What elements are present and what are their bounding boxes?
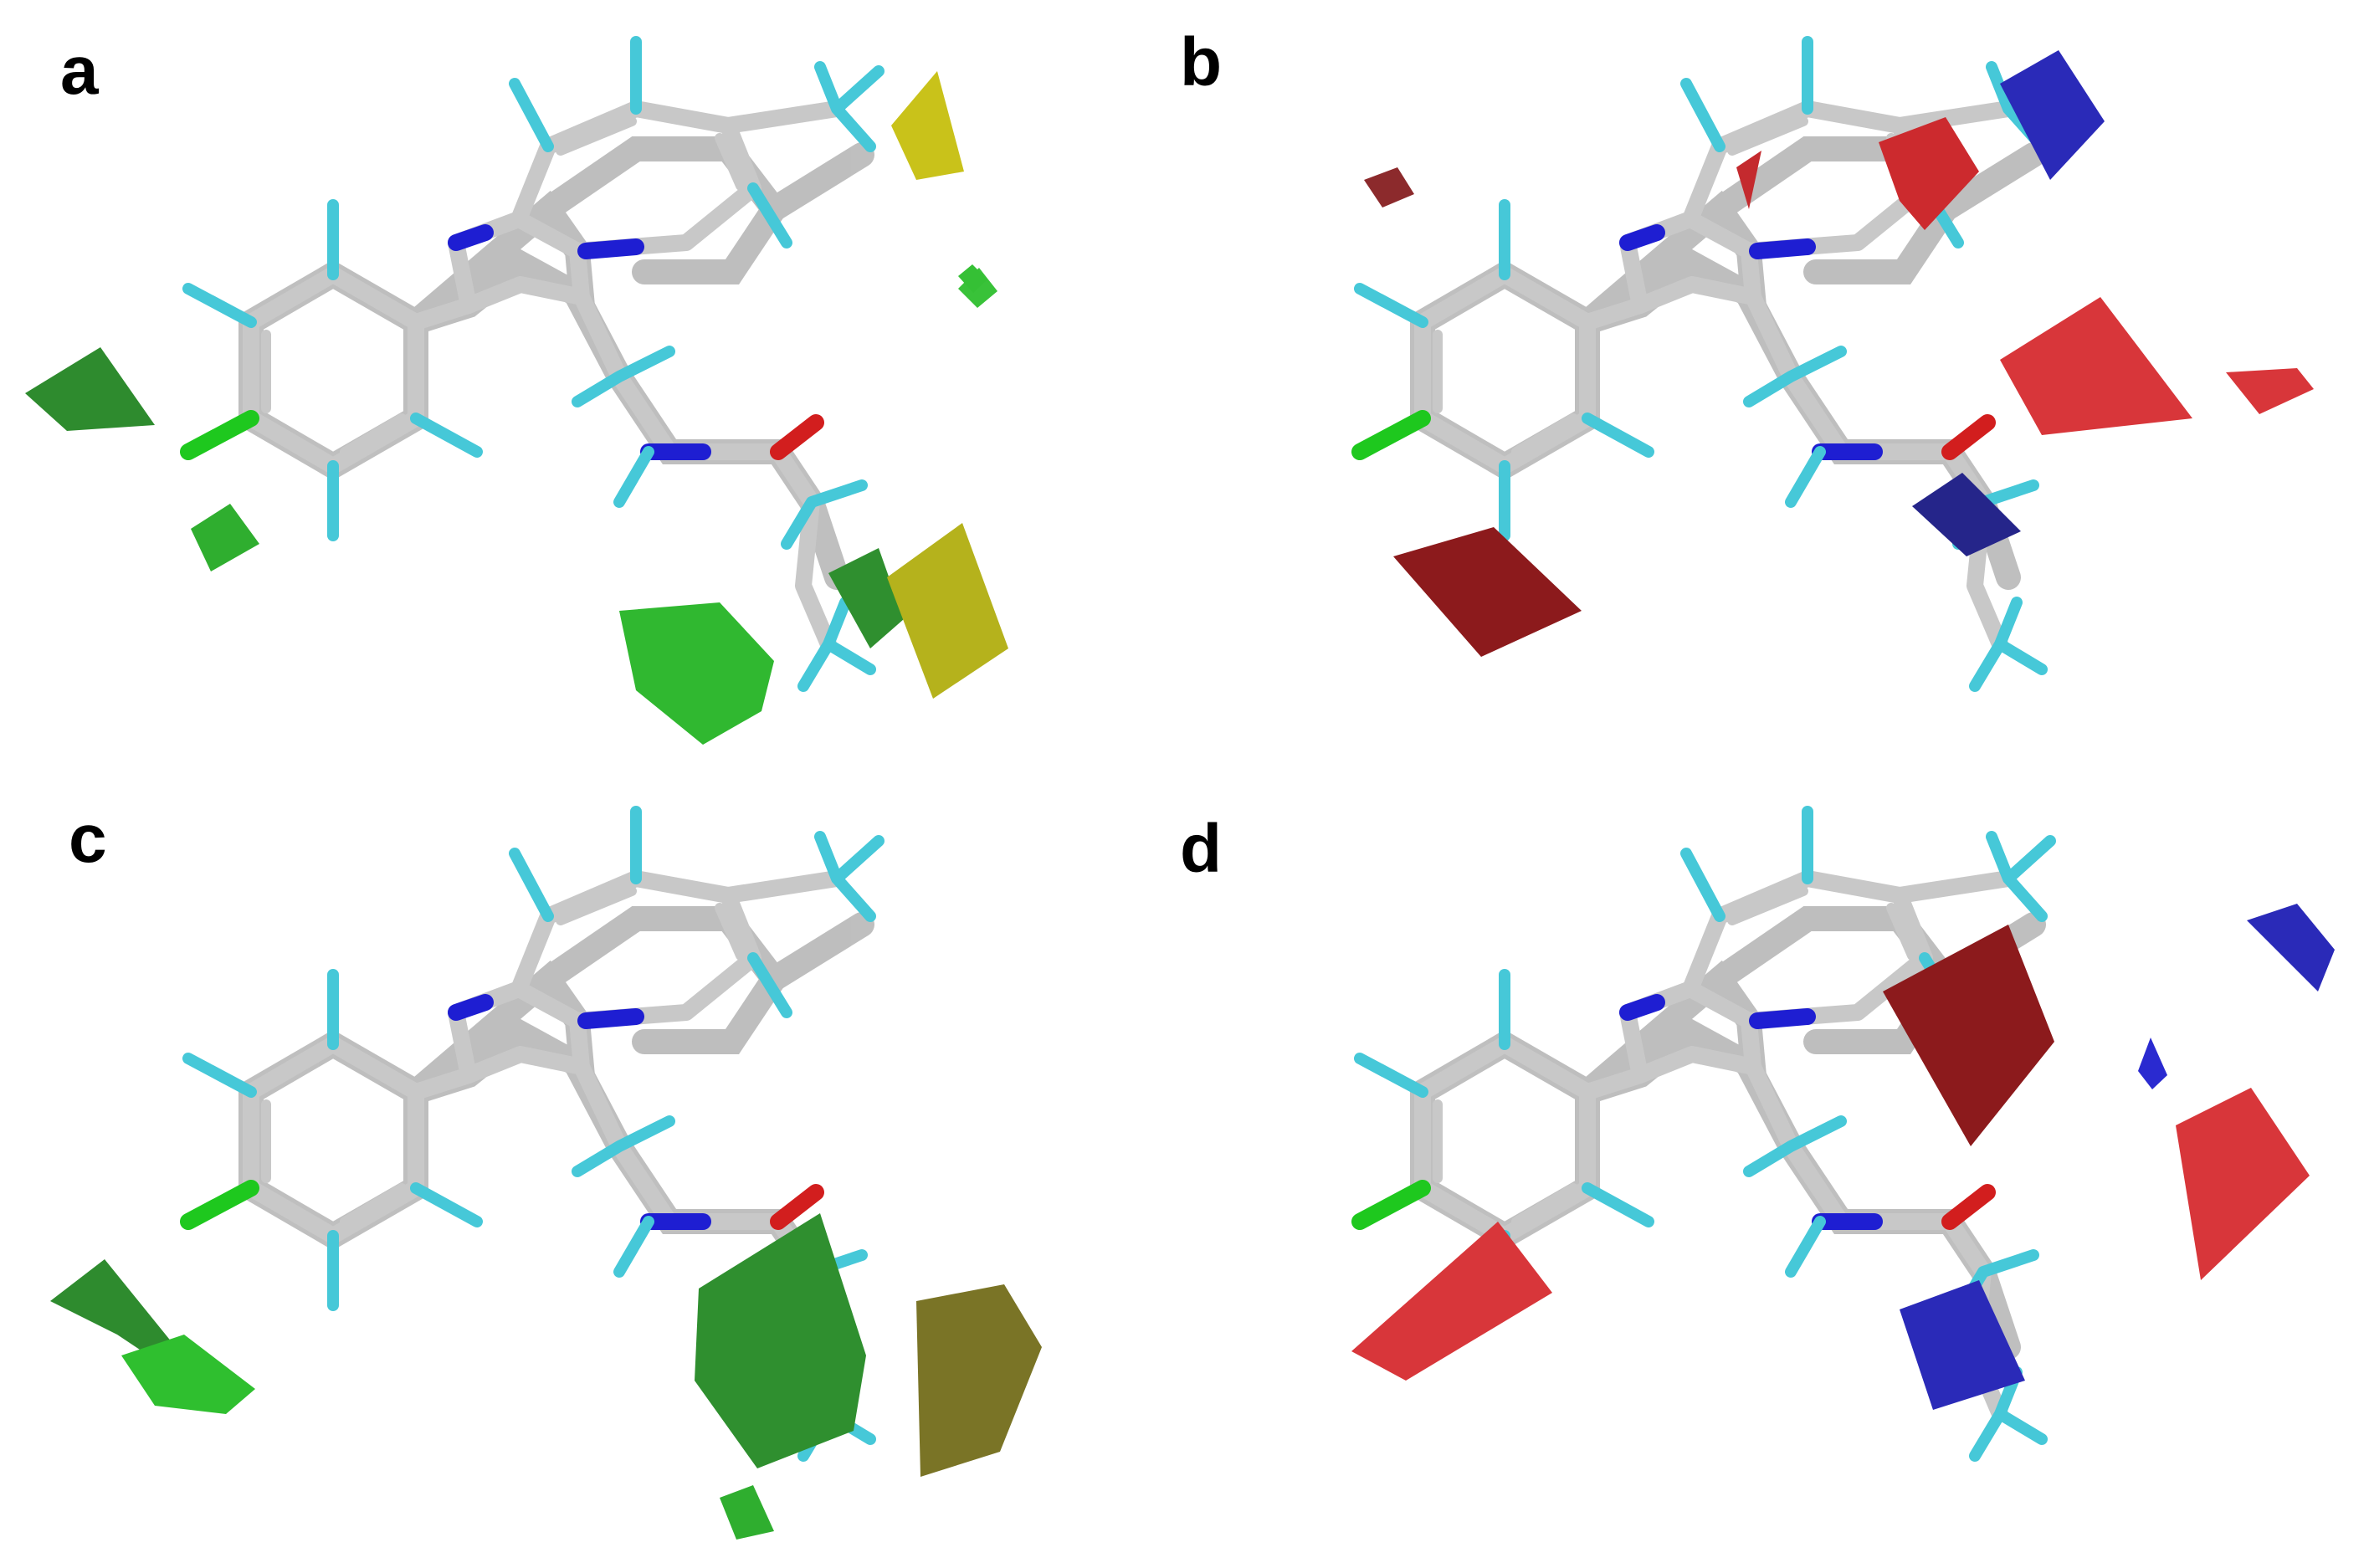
blue-contour <box>2138 1038 2167 1089</box>
green-contour <box>619 602 774 745</box>
contour-fields-a <box>25 71 1008 745</box>
panel-label-b: b <box>1180 24 1222 100</box>
yellow-contour <box>891 71 964 180</box>
panel-a: a <box>25 33 1008 745</box>
blue-contour <box>1900 1280 2025 1410</box>
molecule-a <box>188 42 879 686</box>
contour-fields-c <box>50 1213 1042 1540</box>
panel-label-a: a <box>60 33 100 109</box>
panel-b: b <box>1180 24 2314 686</box>
yellow-contour <box>887 523 1008 699</box>
panel-c: c <box>50 801 1042 1540</box>
green-contour <box>828 548 904 648</box>
blue-contour <box>1912 473 2021 556</box>
green-contour <box>25 347 155 431</box>
green-contour <box>191 504 259 571</box>
green-contour <box>695 1213 866 1468</box>
red-contour <box>2000 297 2192 435</box>
darkred-contour <box>1393 527 1582 657</box>
red-contour <box>2176 1088 2310 1280</box>
panel-d: d <box>1180 811 2335 1456</box>
contour-fields-b <box>1364 50 2314 657</box>
red-contour <box>1351 1222 1552 1381</box>
red-contour <box>1736 151 1761 209</box>
panel-label-c: c <box>69 801 107 877</box>
blue-contour <box>2000 50 2105 180</box>
panel-label-d: d <box>1180 811 1222 887</box>
green-contour <box>50 1259 176 1360</box>
green-contour <box>121 1335 255 1414</box>
darkred-contour <box>1883 925 2054 1146</box>
contour-fields-d <box>1351 904 2335 1410</box>
yellow-contour <box>916 1284 1042 1477</box>
blue-contour <box>2247 904 2335 992</box>
red-contour <box>2226 368 2314 414</box>
green-contour <box>958 264 987 293</box>
green-contour <box>720 1485 774 1540</box>
darkred-contour <box>1364 167 1414 208</box>
red-contour <box>1879 117 1979 230</box>
